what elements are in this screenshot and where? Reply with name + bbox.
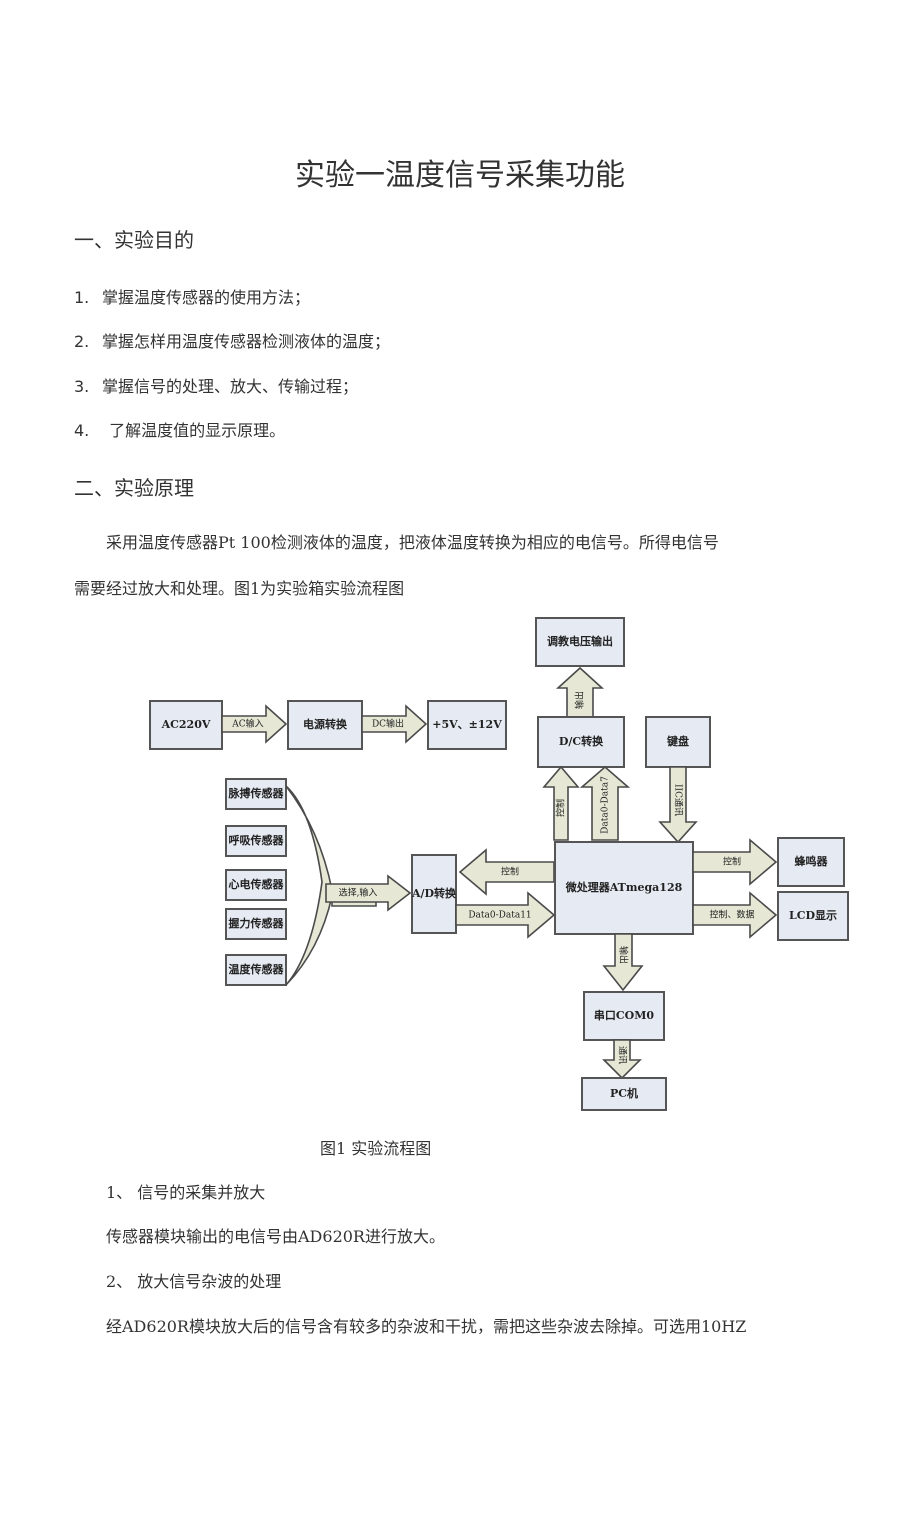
block-pc [581, 1077, 667, 1111]
block-ad [411, 854, 457, 934]
block-com0 [583, 991, 665, 1041]
block-label: AC220V [161, 718, 211, 731]
paragraph-line: 需要经过放大和处理。图1为实验箱实验流程图 [74, 579, 405, 598]
block-sensor-breath [225, 825, 287, 857]
block-sensor-grip [225, 908, 287, 940]
arrow-label: 输出 [618, 946, 630, 964]
block-label: 蜂鸣器 [795, 854, 829, 868]
arrow-ac-in [221, 704, 288, 744]
arrow-label: 输出 [574, 691, 586, 709]
figure-caption: 图1 实验流程图 [320, 1139, 432, 1158]
block-label: 心电传感器 [229, 877, 285, 891]
block-label: 串口COM0 [594, 1008, 655, 1022]
arrow-label: 控制、数据 [709, 909, 754, 921]
block-label: 脉搏传感器 [228, 786, 285, 800]
subsection-heading: 1、 信号的采集并放大 [106, 1183, 266, 1202]
arrow-select-input [285, 785, 411, 986]
list-item: 3. 掌握信号的处理、放大、传输过程； [74, 373, 358, 397]
arrow-iic [658, 766, 698, 844]
arrow-label: 控制 [723, 856, 741, 868]
block-power [287, 700, 363, 750]
arrow-control-up [542, 765, 580, 841]
arrow-label: Data0-Data11 [468, 911, 531, 921]
arrow-data0-11 [455, 891, 556, 939]
list-text: 掌握怎样用温度传感器检测液体的温度； [102, 332, 391, 351]
block-label: PC机 [610, 1086, 638, 1100]
arrow-data0-7 [579, 765, 631, 841]
block-label: A/D转换 [411, 886, 457, 900]
list-number: 3. [74, 377, 90, 396]
arrow-label: AC输入 [231, 718, 263, 730]
arrow-label: Data0-Data7 [601, 776, 611, 834]
list-number: 2. [74, 332, 90, 351]
block-lcd [777, 891, 849, 941]
block-label: 键盘 [666, 734, 689, 748]
list-item: 4. 了解温度值的显示原理。 [74, 417, 285, 441]
list-number: 4. [74, 421, 90, 440]
arrow-label: 控制 [501, 866, 519, 878]
block-label: 握力传感器 [229, 916, 285, 930]
block-vout [427, 700, 507, 750]
paragraph-line: 采用温度传感器Pt 100检测液体的温度，把液体温度转换为相应的电信号。所得电信… [106, 533, 719, 552]
block-sensor-temp [225, 954, 287, 986]
list-item: 1. 掌握温度传感器的使用方法； [74, 284, 310, 308]
arrow-select-head [325, 874, 412, 912]
subsection-text: 经AD620R模块放大后的信号含有较多的杂波和干扰，需把这些杂波去除掉。可选用1… [106, 1317, 747, 1336]
block-buzzer [777, 837, 845, 887]
arrow-label: 通讯 [617, 1046, 628, 1064]
arrow-label: 控制 [555, 799, 567, 817]
list-item: 2. 掌握怎样用温度传感器检测液体的温度； [74, 328, 390, 352]
arrow-label: 选择,输入 [339, 887, 378, 899]
block-dc-output [535, 617, 625, 667]
arrow-comm [602, 1039, 642, 1080]
section-heading-purpose: 一、实验目的 [74, 228, 194, 252]
block-label: 电源转换 [303, 717, 348, 731]
block-sensor-ecg [225, 869, 287, 901]
arrow-output-up [555, 666, 605, 718]
block-label: +5V、±12V [432, 718, 502, 731]
block-label: 调教电压输出 [547, 634, 613, 648]
block-label: 呼吸传感器 [229, 833, 285, 847]
arrow-output-down [602, 933, 644, 992]
subsection-heading: 2、 放大信号杂波的处理 [106, 1272, 282, 1291]
arrow-label: DC输出 [372, 718, 404, 730]
block-label: 微处理器ATmega128 [565, 880, 683, 894]
arrow-control-left [458, 848, 555, 896]
block-label: D/C转换 [559, 734, 604, 748]
list-text: 了解温度值的显示原理。 [104, 421, 286, 440]
arrow-control-data [692, 891, 778, 939]
arrow-label: IIC通讯 [673, 784, 684, 816]
block-ac220v [149, 700, 223, 750]
list-text: 掌握信号的处理、放大、传输过程； [102, 377, 359, 396]
subsection-text: 传感器模块输出的电信号由AD620R进行放大。 [106, 1227, 445, 1246]
arrow-dc-out [361, 704, 428, 744]
section-heading-principle: 二、实验原理 [74, 476, 194, 500]
flow-diagram: .bx { fill: #e6ebf3; stroke: #555; strok… [149, 617, 849, 1111]
list-text: 掌握温度传感器的使用方法； [102, 288, 311, 307]
block-label: 温度传感器 [229, 962, 285, 976]
block-label: LCD显示 [789, 909, 837, 922]
arrow-control-buzzer [692, 838, 778, 886]
block-sensor-pulse [225, 778, 287, 810]
list-number: 1. [74, 288, 90, 307]
block-dc [537, 716, 625, 768]
page-title: 实验一温度信号采集功能 [295, 158, 625, 193]
